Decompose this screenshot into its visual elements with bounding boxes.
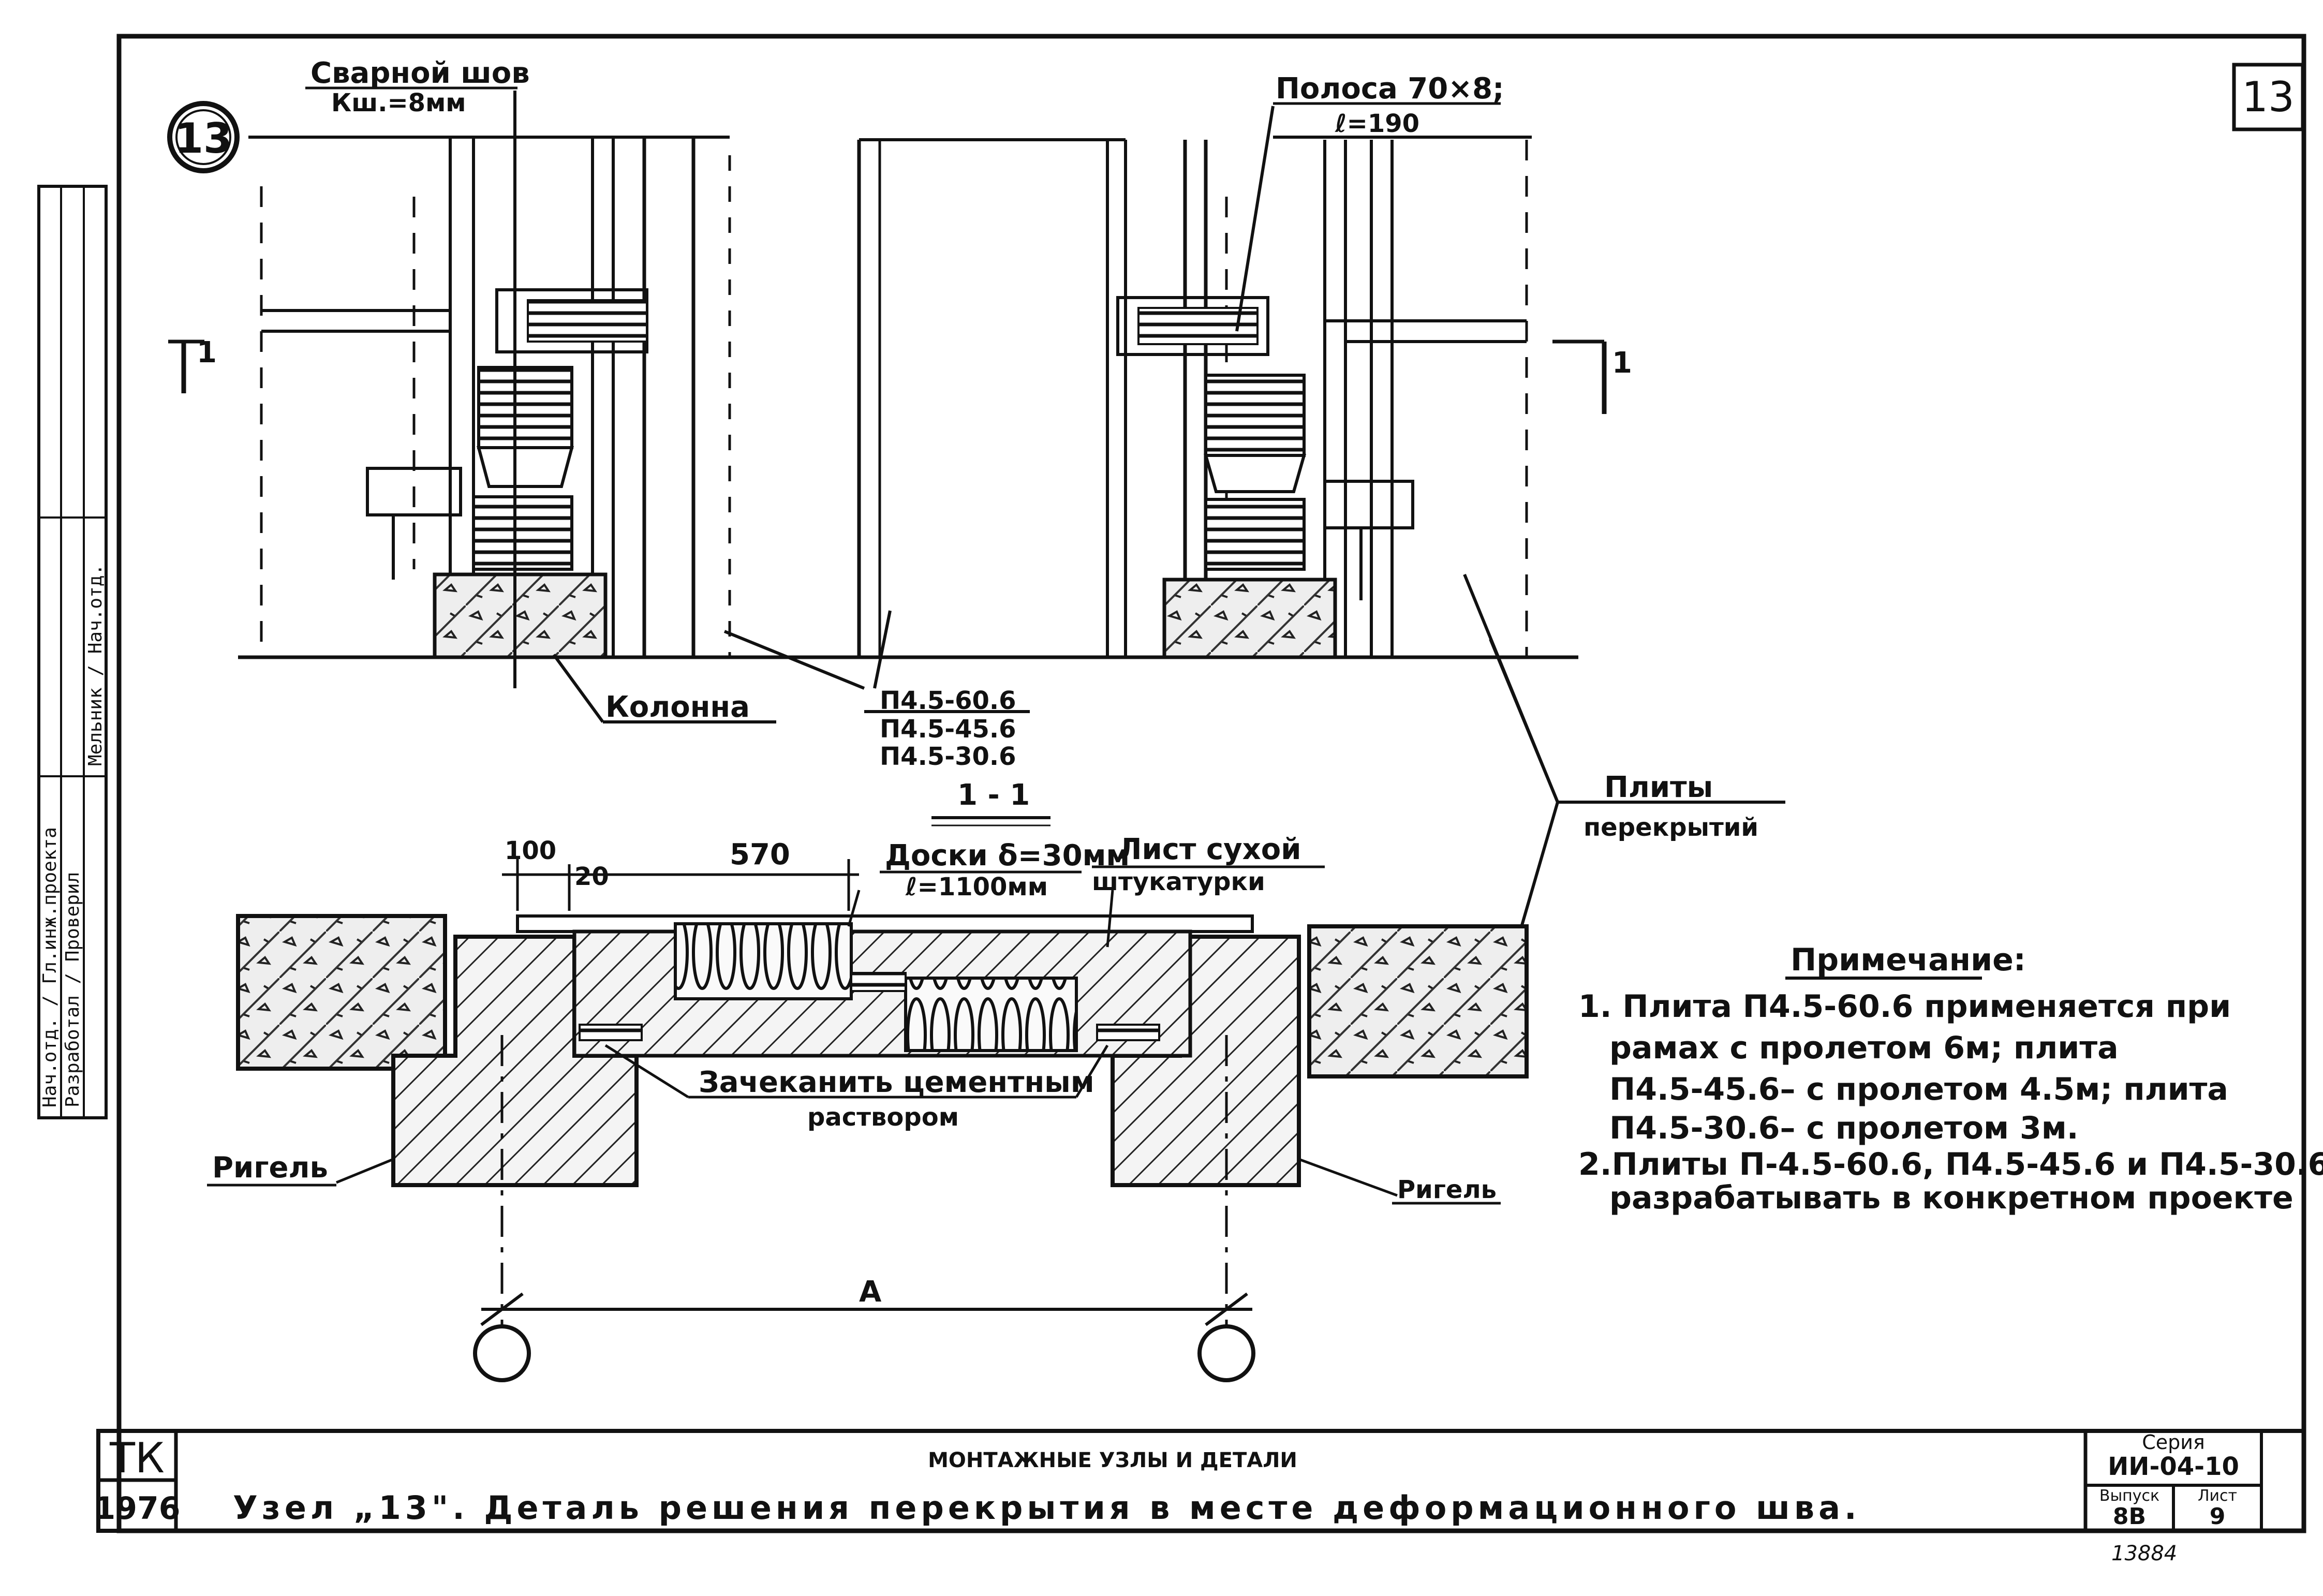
dim-20: 20 xyxy=(574,862,609,891)
notes-block: Примечание: 1. Плита П4.5-60.6 применяет… xyxy=(1578,942,2323,1216)
title-block xyxy=(96,1429,2306,1533)
boards-length-label: ℓ=1100мм xyxy=(905,873,1048,902)
slab-leader xyxy=(1489,638,1559,803)
node-marker: 13 xyxy=(167,101,240,173)
dim-570: 570 xyxy=(730,838,790,871)
title-block-year: 1976 xyxy=(94,1490,181,1527)
side-stamp-col3: Мельник / Нач.отд. xyxy=(85,564,106,766)
slab-mark-3: П4.5-30.6 xyxy=(880,742,1016,771)
note-2-line-2: разрабатывать в конкретном проекте xyxy=(1609,1180,2294,1216)
title-block-title: Узел „13". Деталь решения перекрытия в м… xyxy=(233,1489,1861,1527)
section-mark-left: 1 xyxy=(197,336,217,370)
note-1-line-4: П4.5-30.6– с пролетом 3м. xyxy=(1609,1110,2079,1146)
girder-right-label: Ригель xyxy=(1397,1175,1497,1204)
note-1-line-3: П4.5-45.6– с пролетом 4.5м; плита xyxy=(1609,1071,2228,1107)
sheet-value-tb: 9 xyxy=(2210,1503,2226,1530)
slabs-floor-label-1: Плиты xyxy=(1604,771,1713,804)
weld-seam-size-label: Кш.=8мм xyxy=(331,88,466,117)
caulk-label-2: раствором xyxy=(807,1103,959,1132)
sheet-number-label: 13 xyxy=(2242,73,2295,121)
weld-seam-label: Сварной шов xyxy=(310,56,530,90)
issue-label: Выпуск xyxy=(2099,1487,2159,1505)
dim-a-label: А xyxy=(859,1275,882,1309)
notes-title: Примечание: xyxy=(1791,942,2026,978)
section-mark-right: 1 xyxy=(1612,346,1632,380)
sheet-label-tb: Лист xyxy=(2198,1487,2237,1505)
section-view xyxy=(236,859,1529,1382)
column-label: Колонна xyxy=(605,690,750,724)
boards-label: Доски δ=30мм xyxy=(885,839,1130,873)
sheet-label: Лист сухой xyxy=(1118,833,1301,866)
caulk-label: Зачеканить цементным xyxy=(699,1066,1094,1099)
strip-length-label: ℓ=190 xyxy=(1335,109,1419,138)
dim-100: 100 xyxy=(505,836,556,865)
series-label: Серия xyxy=(2142,1431,2205,1454)
note-1-line-1: 1. Плита П4.5-60.6 применяется при xyxy=(1578,988,2231,1025)
side-stamp: Нач.отд. / Гл.инж.проекта Разработал / П… xyxy=(37,185,108,1119)
sheet-number-box: 13 xyxy=(2232,63,2305,131)
strip-label: Полоса 70×8; xyxy=(1276,72,1504,106)
section-title: 1 - 1 xyxy=(957,778,1030,812)
node-marker-label: 13 xyxy=(174,114,232,162)
note-1-line-2: рамах с пролетом 6м; плита xyxy=(1609,1030,2119,1066)
side-stamp-col1: Нач.отд. / Гл.инж.проекта xyxy=(39,827,61,1107)
note-2-line-1: 2.Плиты П-4.5-60.6, П4.5-45.6 и П4.5-30.… xyxy=(1578,1146,2323,1183)
slab-mark-2: П4.5-45.6 xyxy=(880,715,1016,744)
title-block-tk: ТК xyxy=(109,1434,165,1482)
sheet-frame xyxy=(116,34,2306,1533)
slab-mark-1: П4.5-60.6 xyxy=(880,686,1016,715)
girder-left-label: Ригель xyxy=(212,1151,328,1185)
issue-value: 8В xyxy=(2113,1503,2146,1530)
plan-view xyxy=(168,91,1785,963)
series-value: ИИ-04-10 xyxy=(2108,1452,2239,1481)
title-block-header: МОНТАЖНЫЕ УЗЛЫ И ДЕТАЛИ xyxy=(928,1449,1297,1472)
slabs-floor-label-2: перекрытий xyxy=(1584,813,1758,842)
side-stamp-col2: Разработал / Проверил xyxy=(62,872,83,1107)
inventory-number: 13884 xyxy=(2111,1542,2177,1565)
sheet-label-2: штукатурки xyxy=(1092,867,1265,896)
